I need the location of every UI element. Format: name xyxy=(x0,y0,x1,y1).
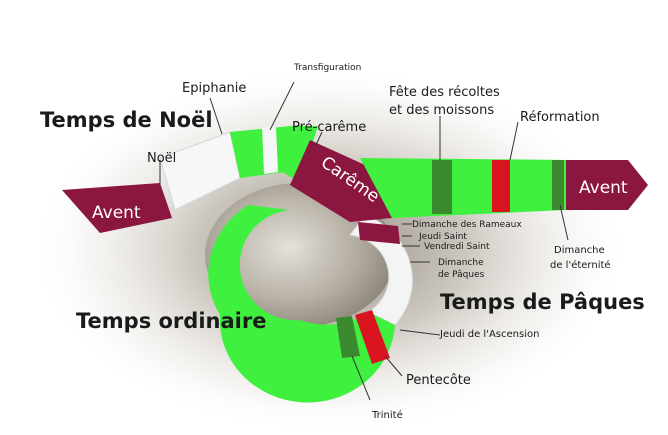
christmas-label: Noël xyxy=(147,151,176,166)
advent-right-shape xyxy=(566,160,648,210)
advent-left-shape xyxy=(62,183,172,233)
palm-sunday-label: Dimanche des Rameaux xyxy=(412,220,522,230)
transfiguration-band xyxy=(262,127,278,174)
pre-lent-label: Pré-carême xyxy=(292,120,366,135)
easter-ring xyxy=(208,205,413,403)
lent-shape xyxy=(290,140,392,222)
ring-maroon-holy-week xyxy=(358,222,400,244)
ring-trinity-dark-green xyxy=(336,316,360,358)
pre-lent-band xyxy=(282,126,318,182)
ring-pentecost-red xyxy=(355,310,390,364)
reformation-marker xyxy=(492,160,510,212)
good-friday-label: Vendredi Saint xyxy=(424,242,490,252)
advent-left-label: Avent xyxy=(92,203,141,223)
transfiguration-label: Transfiguration xyxy=(293,63,361,73)
eternity-sunday-label-line2: de l'éternité xyxy=(550,259,611,271)
ordinary-time-band xyxy=(360,158,570,218)
eternity-sunday-label-line1: Dimanche xyxy=(554,245,605,256)
advent-right-label: Avent xyxy=(579,178,628,198)
pentecost-label: Pentecôte xyxy=(406,373,471,388)
easter-season-label: Temps de Pâques xyxy=(440,290,645,314)
harvest-festival-label-line2: et des moissons xyxy=(389,103,494,118)
epiphany-label: Epiphanie xyxy=(182,81,246,96)
ascension-label: Jeudi de l'Ascension xyxy=(439,329,539,340)
ordinary-time-label: Temps ordinaire xyxy=(76,309,266,333)
eternity-sunday-marker xyxy=(552,160,564,210)
christmas-season-label: Temps de Noël xyxy=(40,108,213,132)
harvest-festival-marker xyxy=(432,160,452,214)
easter-sunday-label-line1: Dimanche xyxy=(438,258,484,268)
easter-sunday-label-line2: de Pâques xyxy=(438,270,485,280)
trinity-label: Trinité xyxy=(371,409,403,421)
reformation-label: Réformation xyxy=(520,110,600,125)
leader-lines xyxy=(159,81,569,401)
harvest-festival-label-line1: Fête des récoltes xyxy=(389,85,500,100)
maundy-thursday-label: Jeudi Saint xyxy=(418,232,467,242)
